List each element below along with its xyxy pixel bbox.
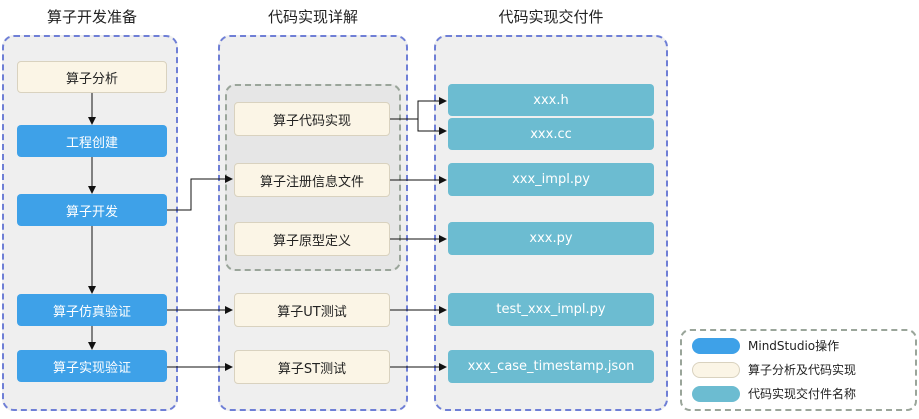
legend-swatch-deliverable: [692, 385, 740, 402]
legend-swatch-analysis: [692, 361, 740, 378]
deliverable-test-py: test_xxx_impl.py: [448, 293, 654, 326]
step-project-creation: 工程创建: [17, 125, 167, 157]
legend-swatch-mindstudio: [692, 337, 740, 354]
step-ut-test: 算子UT测试: [234, 293, 390, 327]
step-prototype-definition: 算子原型定义: [234, 222, 390, 256]
arrow-develop-to-detail: [167, 175, 233, 211]
legend-row-mindstudio: MindStudio操作: [692, 337, 839, 354]
deliverable-source-file: xxx.cc: [448, 118, 654, 150]
step-operator-development: 算子开发: [17, 194, 167, 226]
legend-label-analysis: 算子分析及代码实现: [748, 363, 857, 377]
detail-column-title: 代码实现详解: [267, 8, 358, 26]
deliver-column-title: 代码实现交付件: [498, 8, 604, 26]
deliverable-header-file: xxx.h: [448, 84, 654, 116]
deliverable-impl-py: xxx_impl.py: [448, 163, 654, 196]
arrow-code-to-source: [417, 119, 447, 135]
step-simulation-verification: 算子仿真验证: [17, 294, 167, 326]
legend-label-mindstudio: MindStudio操作: [748, 339, 840, 353]
step-operator-analysis: 算子分析: [17, 61, 167, 93]
step-real-verification: 算子实现验证: [17, 350, 167, 382]
legend-row-deliverable: 代码实现交付件名称: [692, 385, 856, 402]
step-st-test: 算子ST测试: [234, 350, 390, 384]
prep-column-title: 算子开发准备: [46, 8, 137, 26]
deliverable-proto-py: xxx.py: [448, 222, 654, 255]
legend: MindStudio操作 算子分析及代码实现 代码实现交付件名称: [680, 329, 917, 411]
legend-row-analysis: 算子分析及代码实现: [692, 361, 856, 378]
step-register-info-file: 算子注册信息文件: [234, 163, 390, 197]
step-code-implementation: 算子代码实现: [234, 102, 390, 136]
legend-label-deliverable: 代码实现交付件名称: [748, 387, 857, 401]
deliverable-case-json: xxx_case_timestamp.json: [448, 350, 654, 383]
arrow-code-to-header: [390, 97, 447, 120]
